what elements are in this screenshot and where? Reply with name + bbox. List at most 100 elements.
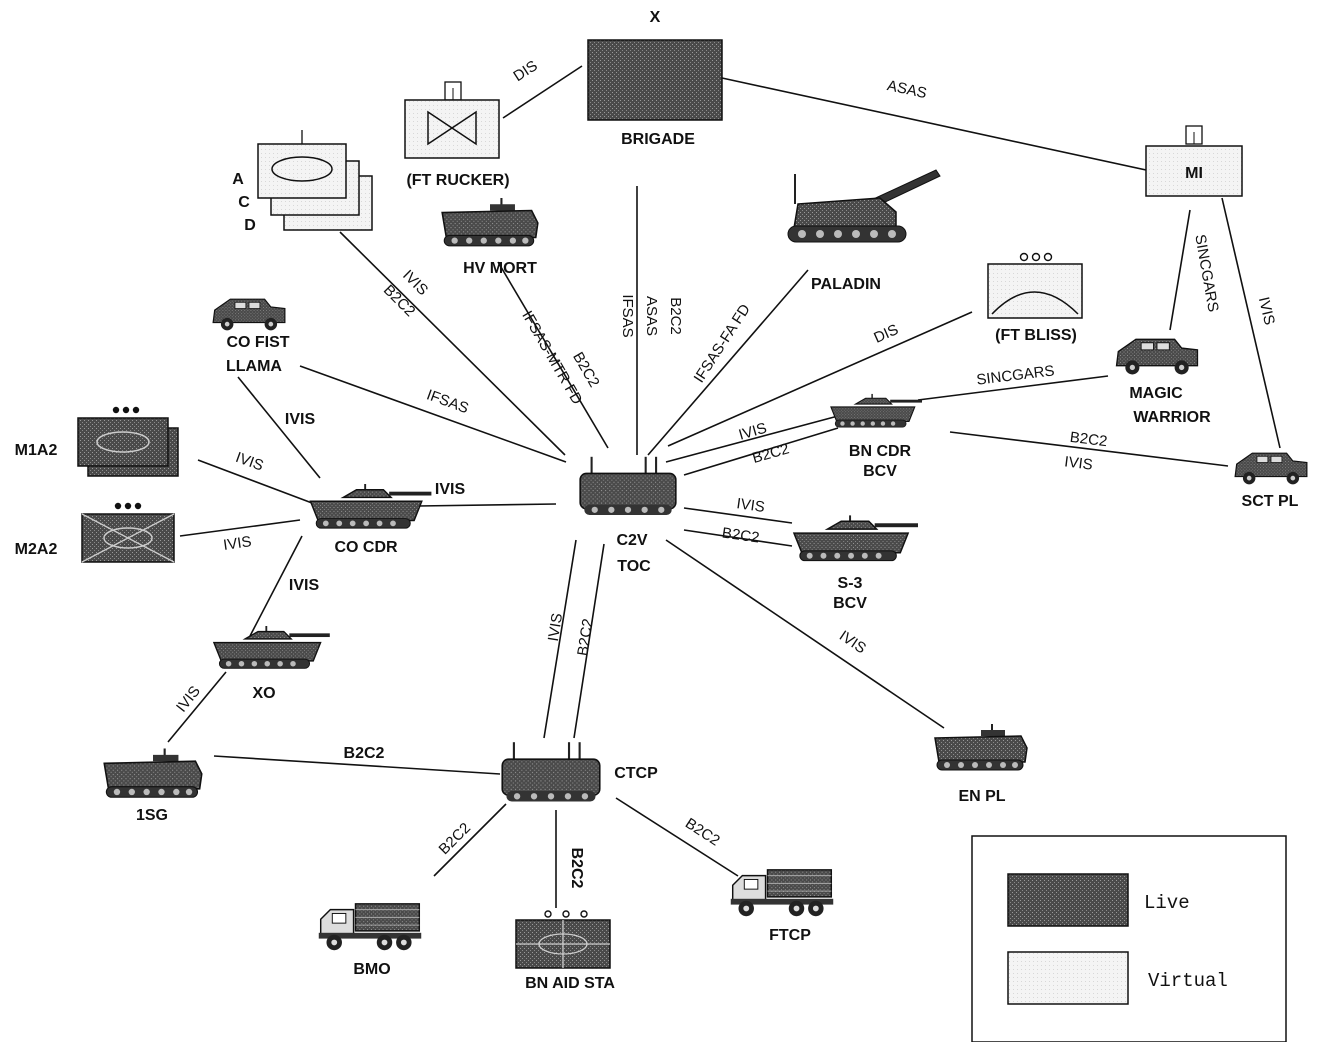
link-label-asas-mi: ASAS (886, 77, 929, 102)
acd-label-a: A (232, 171, 244, 188)
link-magic-bncdr (917, 375, 1109, 401)
humvee-icon (212, 298, 286, 331)
s3-bcv-label: BCV (833, 595, 867, 612)
sct-pl-node: SCT PL (1234, 452, 1308, 510)
en-pl-label: EN PL (958, 788, 1005, 805)
link-label-m2a2-ivis: IVIS (222, 533, 252, 554)
acd-label-c: C (238, 194, 250, 211)
link-cocdr-toc (417, 503, 557, 507)
link-label-bncdr-ivis: IVIS (737, 420, 769, 444)
link-label-bliss-dis: DIS (871, 321, 901, 347)
ft-rucker-box (404, 99, 500, 159)
legend-live-swatch (1007, 873, 1129, 927)
link-paladin-toc (647, 269, 809, 456)
links (167, 65, 1281, 908)
link-toc-enpl (665, 539, 945, 729)
legend-virtual-swatch (1007, 951, 1129, 1005)
legend: Live Virtual (971, 835, 1287, 1042)
hv-mort-label: HV MORT (463, 260, 537, 277)
mi-label: MI (1185, 165, 1203, 182)
s3-node: S-3 BCV (793, 514, 918, 612)
link-cocdr-xo (249, 535, 303, 637)
armor-ellipse-icon (271, 156, 333, 182)
link-bncdr-toc-1 (665, 415, 839, 463)
m1a2-box (77, 417, 169, 467)
co-fist-label: CO FIST (226, 334, 289, 351)
ft-rucker-node: (FT RUCKER) (404, 81, 510, 189)
acd-box (257, 143, 347, 199)
armor-ellipse-icon (96, 431, 150, 453)
sct-pl-label: SCT PL (1242, 493, 1299, 510)
m2a2-node: M2A2 (15, 502, 175, 563)
self-propelled-howitzer-icon (787, 169, 941, 243)
link-label-toc-ifsas: IFSAS (619, 294, 636, 337)
link-label-cocdr-ivis: IVIS (435, 481, 466, 498)
ft-rucker-label: (FT RUCKER) (406, 172, 509, 189)
m2a2-label: M2A2 (15, 541, 58, 558)
link-label-toc-asas: ASAS (643, 296, 660, 336)
link-label-aid-b2c2: B2C2 (568, 848, 585, 889)
ft-bliss-box (987, 263, 1083, 319)
link-label-sg-b2c2: B2C2 (344, 745, 385, 762)
xo-label: XO (252, 685, 275, 702)
link-label-bmo-b2c2: B2C2 (436, 820, 475, 859)
humvee-icon (1115, 338, 1199, 376)
link-acd-toc (339, 231, 566, 456)
c2v-label: C2V (616, 532, 647, 549)
mi-box (1145, 145, 1243, 197)
mortar-carrier-icon (441, 198, 539, 247)
llama-label: LLAMA (226, 358, 282, 375)
tank-icon (213, 626, 331, 670)
link-label-sctpl-ivis: IVIS (1063, 453, 1093, 473)
brigade-box (587, 39, 723, 121)
link-label-dis-brigade: DIS (510, 57, 540, 85)
link-label-ctcp-b2c2: B2C2 (574, 617, 597, 657)
bn-cdr-node: BN CDR BCV (830, 393, 922, 480)
paladin-node: PALADIN (787, 169, 941, 293)
link-label-m1a2-ivis: IVIS (233, 449, 265, 475)
link-rucker-brigade (502, 65, 583, 119)
tank-icon (793, 514, 918, 562)
artillery-arc-icon (991, 291, 1079, 315)
legend-live-label: Live (1144, 892, 1190, 914)
bn-cdr-bcv-label: BCV (863, 463, 897, 480)
s3-label: S-3 (838, 575, 863, 592)
acd-label-d: D (244, 217, 256, 234)
link-label-toc-b2c2: B2C2 (667, 297, 684, 335)
engineer-carrier-icon (934, 724, 1028, 771)
link-label-mi-sincgars: SINCGARS (1191, 233, 1221, 313)
link-hvmort-toc (497, 261, 609, 449)
c2v-toc-node: C2V TOC (579, 456, 677, 575)
co-fist-node: CO FIST LLAMA (212, 298, 290, 375)
link-label-xo-ivis: IVIS (289, 577, 320, 594)
xo-node: XO (213, 626, 331, 702)
aviation-bowtie-icon (427, 110, 477, 146)
humvee-icon (1234, 452, 1308, 485)
link-fist-toc (299, 365, 567, 463)
co-cdr-node: CO CDR (309, 484, 433, 556)
bn-cdr-label: BN CDR (849, 443, 912, 460)
bn-aid-sta-label: BN AID STA (525, 975, 615, 992)
link-label-mi-ivis: IVIS (1255, 295, 1278, 326)
ft-bliss-label: (FT BLISS) (995, 327, 1077, 344)
cargo-truck-icon (318, 903, 422, 951)
link-ctcp-ftcp (615, 797, 739, 877)
brigade-node: X BRIGADE (587, 9, 723, 148)
1sg-node: 1SG (103, 747, 203, 824)
link-toc-ctcp-2 (573, 543, 605, 739)
link-mi-magic (1169, 209, 1191, 331)
co-cdr-label: CO CDR (334, 539, 398, 556)
ft-bliss-node: (FT BLISS) (987, 252, 1083, 344)
link-s3-toc-1 (683, 507, 793, 524)
warrior-label: WARRIOR (1133, 409, 1211, 426)
cargo-truck-icon (730, 869, 834, 917)
link-toc-ctcp-1 (543, 539, 577, 739)
legend-virtual-label: Virtual (1148, 970, 1228, 992)
link-label-bncdr-b2c2: B2C2 (750, 440, 791, 467)
link-mi-sctpl (1221, 197, 1281, 449)
m1a2-label: M1A2 (15, 442, 58, 459)
legend-frame (971, 835, 1287, 1042)
tank-icon (830, 393, 922, 428)
hv-mort-node: HV MORT (441, 198, 539, 277)
